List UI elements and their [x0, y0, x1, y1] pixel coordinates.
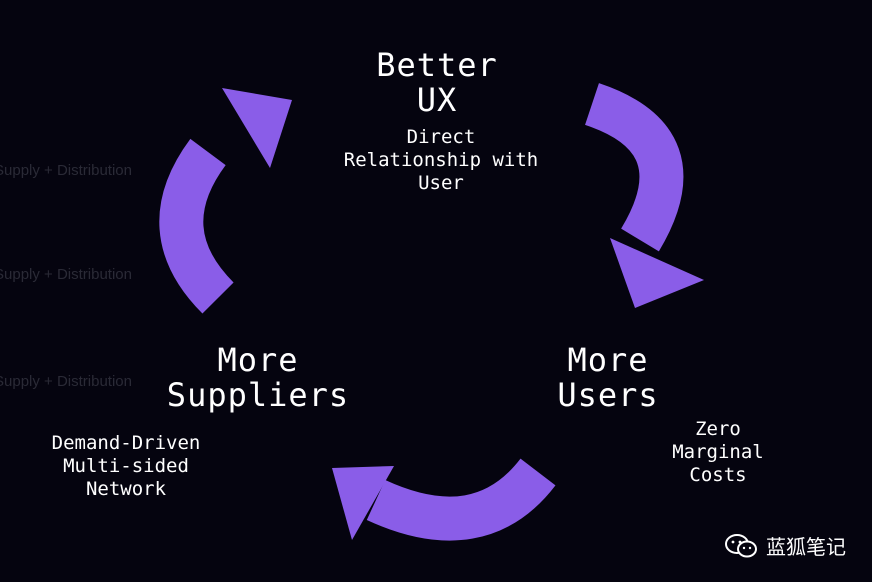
node-more-suppliers-subtitle: Demand-Driven Multi-sided Network: [51, 432, 201, 500]
background-text-1: Supply + Distribution: [0, 162, 132, 179]
arrow-suppliers-to-ux: [159, 88, 292, 314]
node-better-ux-subtitle: Direct Relationship with User: [343, 126, 539, 194]
node-more-users-subtitle: Zero Marginal Costs: [672, 418, 764, 486]
watermark: 蓝狐笔记: [724, 531, 846, 560]
wechat-icon: [725, 533, 757, 557]
watermark-label: 蓝狐笔记: [766, 535, 846, 559]
arrow-ux-to-users: [584, 83, 704, 308]
background-text-2: Supply + Distribution: [0, 266, 132, 283]
node-better-ux: Better UX: [376, 46, 498, 119]
node-more-suppliers: More Suppliers: [166, 341, 350, 414]
background-text-3: Supply + Distribution: [0, 373, 132, 390]
node-more-users: More Users: [557, 341, 659, 414]
arrow-users-to-suppliers: [332, 458, 556, 541]
